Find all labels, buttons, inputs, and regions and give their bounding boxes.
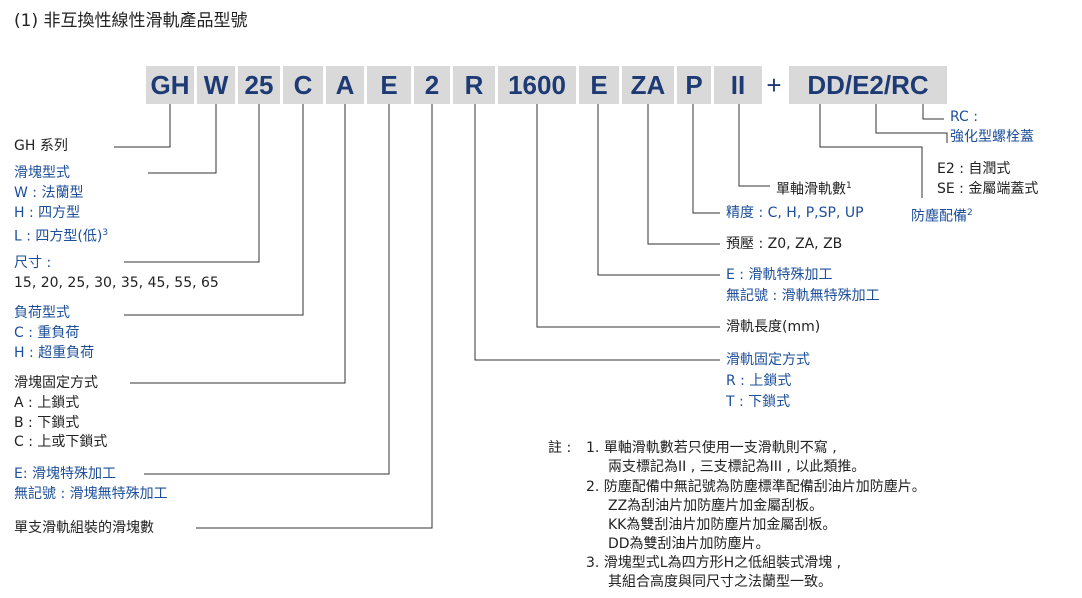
label-rail-length: 滑軌長度(mm) bbox=[726, 319, 821, 335]
label-load-title: 負荷型式 bbox=[14, 305, 70, 321]
label-precision: 精度 : C, H, P,SP, UP bbox=[726, 205, 864, 221]
label-block-special-none: 無記號 : 滑塊無特殊加工 bbox=[14, 486, 168, 502]
label-block-type-title: 滑塊型式 bbox=[14, 165, 70, 181]
code-block-fix: A bbox=[326, 66, 364, 104]
label-rc-desc: 強化型螺栓蓋 bbox=[950, 129, 1034, 145]
label-se: SE : 金屬端蓋式 bbox=[937, 181, 1039, 197]
label-dust-protection: 防塵配備2 bbox=[911, 208, 973, 225]
label-gh-series: GH 系列 bbox=[14, 138, 68, 154]
code-preload: ZA bbox=[622, 66, 674, 104]
code-rail-length: 1600 bbox=[498, 66, 576, 104]
label-rail-special-e: E : 滑軌特殊加工 bbox=[726, 267, 833, 283]
note-3a: 3. 滑塊型式L為四方形H之低組裝式滑塊 , bbox=[586, 555, 842, 571]
label-e2: E2 : 自潤式 bbox=[937, 161, 1011, 177]
label-fix-c: C : 上或下鎖式 bbox=[14, 434, 108, 450]
notes-head: 註 : bbox=[548, 440, 572, 456]
label-fix-a: A : 上鎖式 bbox=[14, 395, 80, 411]
label-size-values: 15, 20, 25, 30, 35, 45, 55, 65 bbox=[14, 275, 219, 291]
note-2a: 2. 防塵配備中無記號為防塵標準配備刮油片加防塵片。 bbox=[586, 479, 926, 495]
note-2b: ZZ為刮油片加防塵片加金屬刮板。 bbox=[608, 498, 824, 514]
note-2d: DD為雙刮油片加防塵片。 bbox=[608, 536, 770, 552]
code-block-type: W bbox=[197, 66, 235, 104]
code-dust: DD/E2/RC bbox=[789, 66, 947, 104]
code-rail-count: II bbox=[714, 66, 762, 104]
label-fix-title: 滑塊固定方式 bbox=[14, 375, 98, 391]
label-rc: RC : bbox=[950, 109, 978, 125]
note-2c: KK為雙刮油片加防塵片加金屬刮板。 bbox=[608, 517, 837, 533]
label-rail-fix-title: 滑軌固定方式 bbox=[726, 352, 810, 368]
label-size-title: 尺寸 : bbox=[14, 255, 52, 271]
code-block-qty: 2 bbox=[414, 66, 450, 104]
code-precision: P bbox=[677, 66, 711, 104]
note-1a: 1. 單軸滑軌數若只使用一支滑軌則不寫 , bbox=[586, 440, 837, 456]
label-rail-count: 單軸滑軌數1 bbox=[776, 181, 852, 198]
label-preload: 預壓 : Z0, ZA, ZB bbox=[726, 236, 843, 252]
label-block-qty: 單支滑軌組裝的滑塊數 bbox=[14, 520, 154, 536]
label-block-type-w: W : 法蘭型 bbox=[14, 185, 84, 201]
note-1b: 兩支標記為II , 三支標記為III , 以此類推。 bbox=[608, 459, 866, 475]
label-load-h: H : 超重負荷 bbox=[14, 345, 95, 361]
label-block-type-l: L : 四方型(低)3 bbox=[14, 228, 109, 245]
code-rail-fix: R bbox=[453, 66, 495, 104]
label-block-type-h: H : 四方型 bbox=[14, 205, 81, 221]
code-block-special: E bbox=[367, 66, 411, 104]
label-block-special-e: E: 滑塊特殊加工 bbox=[14, 466, 117, 482]
label-rail-fix-r: R : 上鎖式 bbox=[726, 373, 792, 389]
note-3b: 其組合高度與同尺寸之法蘭型一致。 bbox=[608, 574, 832, 590]
label-rail-fix-t: T : 下鎖式 bbox=[726, 394, 791, 410]
code-plus: + bbox=[766, 69, 782, 100]
page-title: (1) 非互換性線性滑軌產品型號 bbox=[14, 11, 248, 31]
code-rail-special: E bbox=[579, 66, 619, 104]
label-fix-b: B : 下鎖式 bbox=[14, 415, 80, 431]
label-rail-special-none: 無記號 : 滑軌無特殊加工 bbox=[726, 288, 880, 304]
code-size: 25 bbox=[238, 66, 280, 104]
code-load: C bbox=[283, 66, 323, 104]
label-load-c: C : 重負荷 bbox=[14, 325, 80, 341]
code-series: GH bbox=[146, 66, 194, 104]
